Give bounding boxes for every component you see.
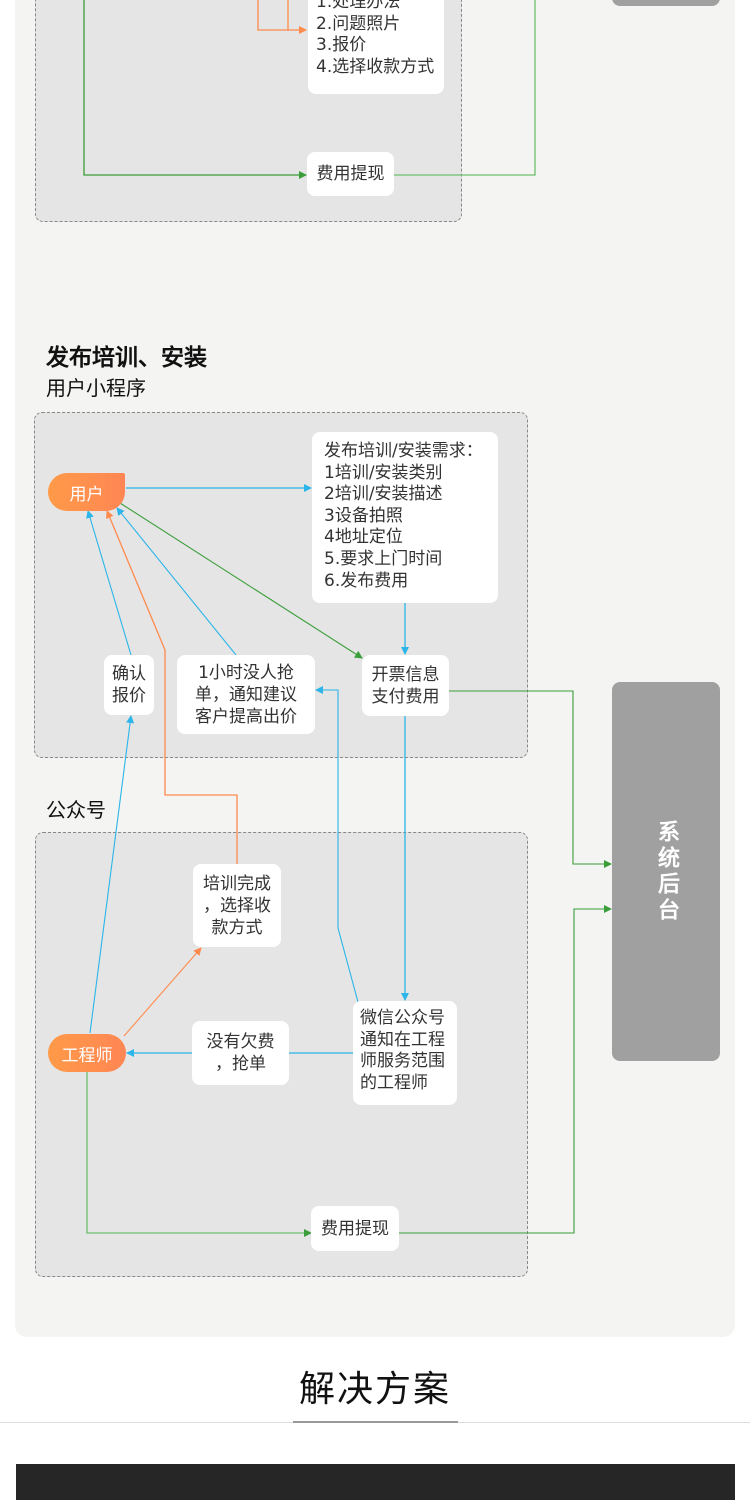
section-title: 发布培训、安装 [46, 345, 207, 371]
publish-line: 6.发布费用 [324, 570, 409, 591]
publish-line: 4地址定位 [324, 527, 403, 548]
confirm-line: 确认 [112, 664, 146, 684]
details-node[interactable]: 1.处理办法 2.问题照片 3.报价 4.选择收款方式 [308, 0, 444, 94]
details-line: 3.报价 [316, 35, 367, 55]
details-line: 4.选择收款方式 [316, 56, 435, 77]
invoice-line: 支付费用 [371, 686, 440, 707]
withdraw-node[interactable]: 费用提现 [311, 1206, 399, 1251]
notice-line: 1小时没人抢 [198, 662, 294, 683]
withdraw-label: 费用提现 [321, 1218, 389, 1239]
invoice-line: 开票信息 [371, 664, 440, 685]
publish-line: 2培训/安装描述 [324, 484, 443, 505]
solution-title: 解决方案 [298, 1369, 451, 1410]
no-grab-notice-node[interactable]: 1小时没人抢 单，通知建议 客户提高出价 [177, 655, 315, 734]
mini-program-label: 用户小程序 [46, 376, 146, 400]
wechat-notify-node[interactable]: 微信公众号 通知在工程 师服务范围 的工程师 [353, 1001, 457, 1105]
publish-line: 5.要求上门时间 [324, 548, 443, 569]
wechat-line: 微信公众号 [360, 1008, 445, 1028]
system-backend-label: 系统后台 [654, 819, 679, 924]
wechat-line: 师服务范围 [360, 1051, 445, 1072]
training-done-line: 培训完成 [203, 873, 271, 894]
no-debt-line: ，抢单 [215, 1054, 266, 1074]
user-actor-node[interactable]: 用户 [48, 473, 125, 511]
top-system-backend-stub [612, 0, 720, 6]
details-line: 1.处理办法 [316, 0, 401, 12]
notice-line: 单，通知建议 [195, 684, 297, 705]
training-done-line: 款方式 [211, 917, 263, 938]
top-withdraw-node[interactable]: 费用提现 [307, 152, 394, 196]
official-account-label: 公众号 [46, 798, 106, 822]
notice-line: 客户提高出价 [195, 706, 297, 727]
wechat-line: 通知在工程 [360, 1029, 445, 1050]
system-backend[interactable]: 系统后台 [612, 682, 720, 1061]
publish-line: 发布培训/安装需求： [324, 441, 483, 461]
dark-banner [16, 1464, 735, 1500]
no-debt-grab-node[interactable]: 没有欠费 ，抢单 [192, 1021, 289, 1085]
details-line: 2.问题照片 [316, 13, 401, 34]
confirm-quote-node[interactable]: 确认 报价 [104, 655, 154, 715]
no-debt-line: 没有欠费 [206, 1032, 275, 1052]
training-done-line: ，选择收 [203, 895, 271, 916]
invoice-pay-node[interactable]: 开票信息 支付费用 [362, 655, 449, 716]
confirm-line: 报价 [112, 686, 146, 706]
solution-underline [293, 1421, 458, 1423]
wechat-line: 的工程师 [360, 1072, 428, 1093]
engineer-actor-node[interactable]: 工程师 [48, 1034, 126, 1072]
user-actor-label: 用户 [69, 484, 104, 505]
publish-line: 3设备拍照 [324, 505, 403, 526]
engineer-actor-label: 工程师 [61, 1045, 113, 1066]
training-done-node[interactable]: 培训完成 ，选择收 款方式 [193, 864, 281, 947]
publish-request-node[interactable]: 发布培训/安装需求： 1培训/安装类别 2培训/安装描述 3设备拍照 4地址定位… [312, 432, 498, 603]
publish-line: 1培训/安装类别 [324, 462, 443, 483]
top-withdraw-label: 费用提现 [316, 164, 385, 184]
